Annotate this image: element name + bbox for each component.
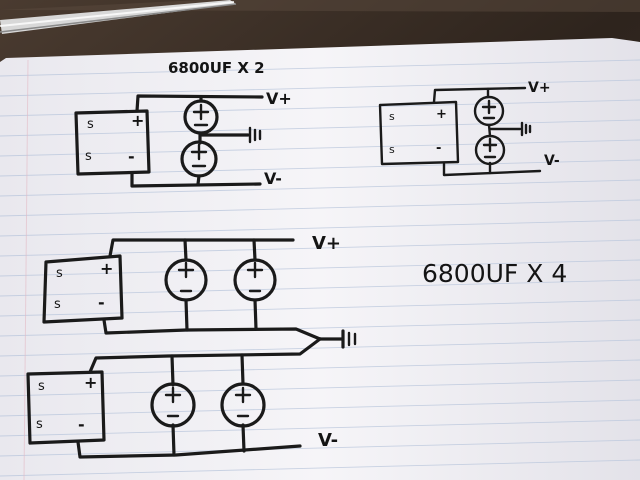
wire-vminus: [442, 162, 542, 177]
wire-vminus: [130, 172, 262, 188]
label-vminus: V-: [264, 169, 282, 188]
wire-cap-bottom: [253, 298, 258, 331]
capacitor-icon: [220, 382, 266, 428]
supply-s-bottom: s: [36, 417, 43, 432]
supply-s-top: s: [56, 266, 63, 281]
circuit-2cap-left: 6800UF X 2 s s + - V+ V: [74, 59, 292, 188]
capacitor-icon: [474, 134, 506, 166]
pen: [0, 0, 237, 34]
wire-cap-mid: [487, 123, 492, 138]
capacitor-icon: [233, 258, 277, 302]
supply-s-top: s: [87, 117, 94, 132]
supply-plus: +: [100, 259, 113, 278]
supply-plus: +: [84, 373, 97, 392]
supply-s-top: s: [389, 110, 395, 123]
title-6800uf-x2: 6800UF X 2: [168, 59, 265, 77]
wire-vplus: [432, 86, 527, 104]
wire-cap-top: [240, 353, 245, 386]
wire-cap-bottom: [171, 423, 176, 457]
supply-minus: -: [436, 141, 441, 156]
title-6800uf-x4: 6800UF X 4: [422, 259, 567, 288]
label-vplus: V+: [266, 89, 292, 108]
margin-line: [23, 59, 29, 480]
supply-box-lower: [26, 370, 106, 445]
ground-icon: [520, 121, 532, 137]
wire-vminus: [76, 440, 302, 459]
label-vminus: V-: [544, 153, 560, 169]
capacitor-icon: [180, 140, 218, 178]
circuit-4cap: 6800UF X 4 s s + -: [26, 233, 567, 459]
supply-minus: -: [78, 415, 85, 434]
supply-s-bottom: s: [54, 297, 61, 312]
wire-vplus: [135, 94, 264, 113]
supply-box-upper: [42, 254, 124, 324]
supply-s-bottom: s: [85, 149, 92, 164]
capacitor-icon: [150, 382, 196, 428]
wire-cap-top: [183, 238, 188, 262]
supply-box: [74, 109, 151, 176]
ground-icon: [341, 329, 357, 349]
label-vplus: V+: [528, 80, 551, 96]
supply-s-top: s: [38, 379, 45, 394]
supply-box-small: [378, 100, 460, 166]
capacitor-icon: [183, 99, 219, 135]
capacitor-icon: [473, 95, 505, 127]
supply-minus: -: [98, 293, 105, 312]
supply-plus: +: [131, 111, 144, 130]
label-vplus: V+: [312, 233, 341, 254]
wire-vplus: [108, 238, 295, 258]
capacitor-icon: [164, 258, 208, 302]
supply-minus: -: [128, 147, 135, 166]
wire-cap-bottom: [241, 423, 246, 453]
circuit-2cap-right: s s + - V+ V-: [378, 80, 560, 177]
wire-cap-top: [170, 354, 175, 387]
wire-cap-bottom: [184, 298, 189, 332]
supply-s-bottom: s: [389, 143, 395, 156]
supply-plus: +: [436, 107, 447, 122]
ground-icon: [248, 126, 262, 144]
wire-cap-top: [252, 238, 257, 262]
label-vminus: V-: [318, 430, 338, 451]
wire-mid-lower: [88, 337, 322, 374]
